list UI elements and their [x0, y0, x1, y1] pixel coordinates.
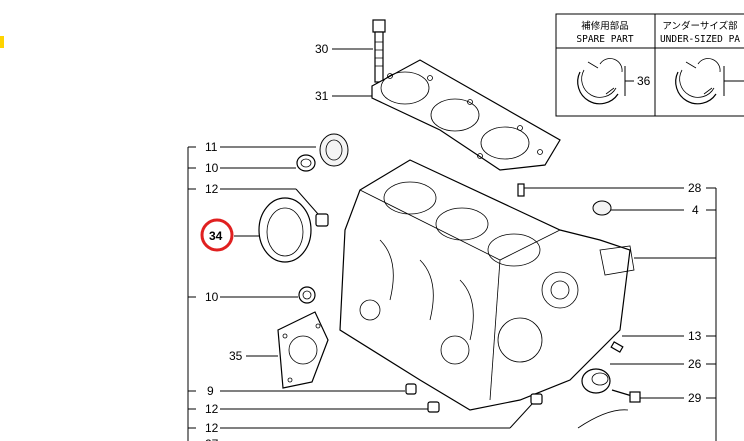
- head-gasket: [371, 59, 561, 171]
- cylinder-block: [339, 159, 635, 411]
- oil-seal-11: [319, 133, 349, 167]
- callout-27: 27: [205, 437, 219, 441]
- spare-part-table: 補修用部品 SPARE PART アンダーサイズ部 UNDER-SIZED PA…: [555, 13, 744, 117]
- callout-35: 35: [229, 349, 243, 363]
- under-sized-bearing-icon: [675, 58, 744, 105]
- callout-13: 13: [688, 329, 702, 343]
- callout-12-bottom: 12: [205, 421, 219, 435]
- cover-plate-35: [277, 311, 329, 389]
- callout-9: 9: [207, 384, 214, 398]
- plug-4: [592, 200, 612, 216]
- pin-13: [610, 341, 624, 353]
- under-sized-label-en: UNDER-SIZED PA: [660, 34, 740, 45]
- dowel-pin-28: [517, 183, 525, 197]
- cylinder-head-bolt: [372, 19, 386, 83]
- spare-part-label-en: SPARE PART: [576, 34, 633, 45]
- callout-30: 30: [315, 42, 329, 56]
- cap-26: [581, 368, 611, 394]
- callout-26: 26: [688, 357, 702, 371]
- highlight-circle: [200, 218, 234, 252]
- o-ring-10-lower: [298, 286, 316, 304]
- callout-28: 28: [688, 181, 702, 195]
- under-sized-label-jp: アンダーサイズ部: [662, 20, 737, 32]
- callout-34: 34: [209, 229, 223, 243]
- callout-31: 31: [315, 89, 329, 103]
- bolt-29: [611, 389, 641, 403]
- plate-27: [577, 409, 629, 429]
- callout-10-upper: 10: [205, 161, 219, 175]
- plug-12-upper: [315, 213, 329, 227]
- leader-lines: [187, 48, 717, 441]
- callout-36: 36: [637, 74, 651, 88]
- plug-9: [405, 383, 417, 395]
- crank-oil-seal-34: [258, 197, 312, 263]
- callout-29: 29: [688, 391, 702, 405]
- callout-11: 11: [205, 140, 218, 154]
- plug-12-bottom: [530, 393, 543, 405]
- spare-part-label-jp: 補修用部品: [581, 20, 629, 32]
- callout-12-lower: 12: [205, 402, 219, 416]
- callout-12-upper: 12: [205, 182, 219, 196]
- yellow-marker: [0, 36, 4, 48]
- o-ring-10-upper: [296, 154, 316, 172]
- plug-12-lower: [427, 401, 440, 413]
- callout-10-lower: 10: [205, 290, 219, 304]
- callout-4: 4: [692, 203, 699, 217]
- bearing-shell-icon: [577, 58, 634, 105]
